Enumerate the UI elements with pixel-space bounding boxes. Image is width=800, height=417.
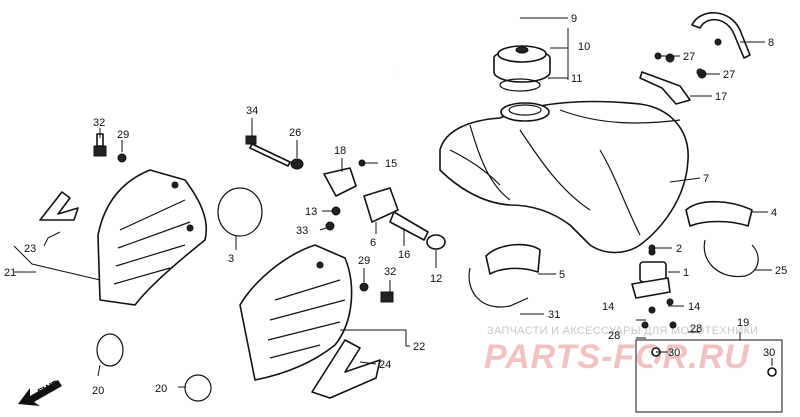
callout-29: 29 [358, 255, 370, 267]
fuel-cap [493, 45, 551, 92]
callout-26: 26 [289, 127, 301, 139]
callout-8: 8 [768, 37, 774, 49]
callout-28: 28 [608, 330, 620, 342]
callout-9: 9 [571, 13, 577, 25]
left-emblem [39, 191, 79, 221]
tank-cushion [685, 200, 753, 227]
callout-30: 30 [668, 347, 680, 359]
callout-20: 20 [92, 385, 104, 397]
callout-3: 3 [228, 253, 234, 265]
callout-11: 11 [571, 73, 582, 85]
callout-23: 23 [24, 243, 36, 255]
bolt-34 [245, 135, 291, 167]
callout-22: 22 [413, 341, 425, 353]
callout-17: 17 [715, 91, 727, 103]
joint-pipe [363, 187, 446, 250]
clip-13 [331, 206, 341, 216]
watermark-caption: ЗАПЧАСТИ И АКСЕССУАРЫ ДЛЯ МОТОТЕХНИКИ [487, 325, 758, 337]
o-ring [217, 187, 263, 237]
callout-29: 29 [117, 129, 129, 141]
callout-30: 30 [763, 347, 775, 359]
callout-15: 15 [385, 158, 397, 170]
rubber-strap [703, 239, 759, 278]
callout-16: 16 [398, 249, 410, 261]
callout-25: 25 [775, 265, 787, 277]
fuel-line-inset [635, 339, 783, 413]
fwd-label: FWD [36, 378, 61, 398]
callout-21: 21 [4, 267, 16, 279]
callout-34: 34 [246, 105, 258, 117]
callout-6: 6 [370, 237, 376, 249]
front-cushion [485, 243, 541, 275]
nut-29-lower [359, 282, 369, 292]
fuel-tank [439, 100, 689, 254]
watermark-logo: PARTS-FOR.RU [484, 338, 750, 376]
right-shroud [239, 244, 353, 381]
callout-12: 12 [430, 273, 442, 285]
callout-14: 14 [688, 301, 700, 313]
callout-1: 1 [683, 267, 689, 279]
callout-33: 33 [296, 225, 308, 237]
watermark: ЗАПЧАСТИ И АКСЕССУАРЫ ДЛЯ МОТОТЕХНИКИ PA… [484, 325, 758, 376]
callout-19: 19 [737, 317, 749, 329]
screw-33 [325, 221, 335, 231]
callout-28: 28 [690, 323, 702, 335]
nut-29-upper [117, 153, 127, 163]
callout-27: 27 [723, 69, 735, 81]
callout-2: 2 [676, 243, 682, 255]
callout-13: 13 [305, 206, 317, 218]
callout-32: 32 [93, 117, 105, 129]
callout-24: 24 [379, 359, 391, 371]
fwd-arrow-icon: FWD [18, 378, 62, 406]
callout-10: 10 [578, 41, 590, 53]
left-shroud [97, 169, 208, 306]
bolt-32-lower [380, 291, 394, 303]
leader-lines [13, 17, 773, 388]
filler-neck [323, 167, 357, 197]
callout-18: 18 [334, 145, 346, 157]
tank-bracket [691, 12, 751, 59]
bolt-27-lower [696, 68, 704, 76]
callout-27: 27 [683, 51, 695, 63]
callout-31: 31 [548, 309, 560, 321]
callout-5: 5 [559, 269, 565, 281]
callout-14: 14 [602, 301, 614, 313]
front-strap [468, 267, 529, 308]
washer-26 [290, 158, 304, 170]
right-emblem [311, 339, 381, 399]
grommet-lower [96, 333, 124, 367]
grommet-bottom [184, 374, 212, 402]
callout-4: 4 [771, 207, 777, 219]
callout-20: 20 [155, 383, 167, 395]
fuel-valve [631, 248, 677, 329]
callout-7: 7 [703, 173, 709, 185]
callout-32: 32 [384, 266, 396, 278]
breather-hose [394, 20, 521, 74]
